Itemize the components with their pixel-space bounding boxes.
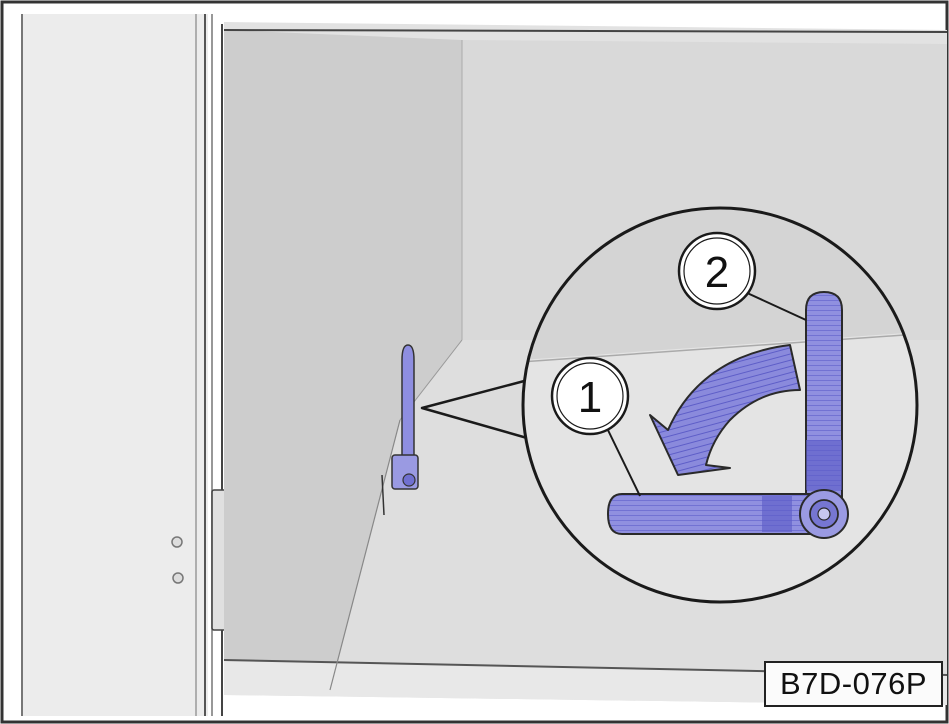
callout-1: 1 [552,358,628,434]
lever-raised [806,292,842,510]
figure-code-label: B7D-076P [764,661,943,707]
door-screw [173,573,183,583]
callout-1-number: 1 [578,373,602,422]
callout-2-number: 2 [705,248,729,297]
callout-2: 2 [679,233,755,309]
pivot-screw [800,490,848,538]
door-screw [172,537,182,547]
lever-lowered [608,494,822,534]
door-panel [22,14,238,716]
